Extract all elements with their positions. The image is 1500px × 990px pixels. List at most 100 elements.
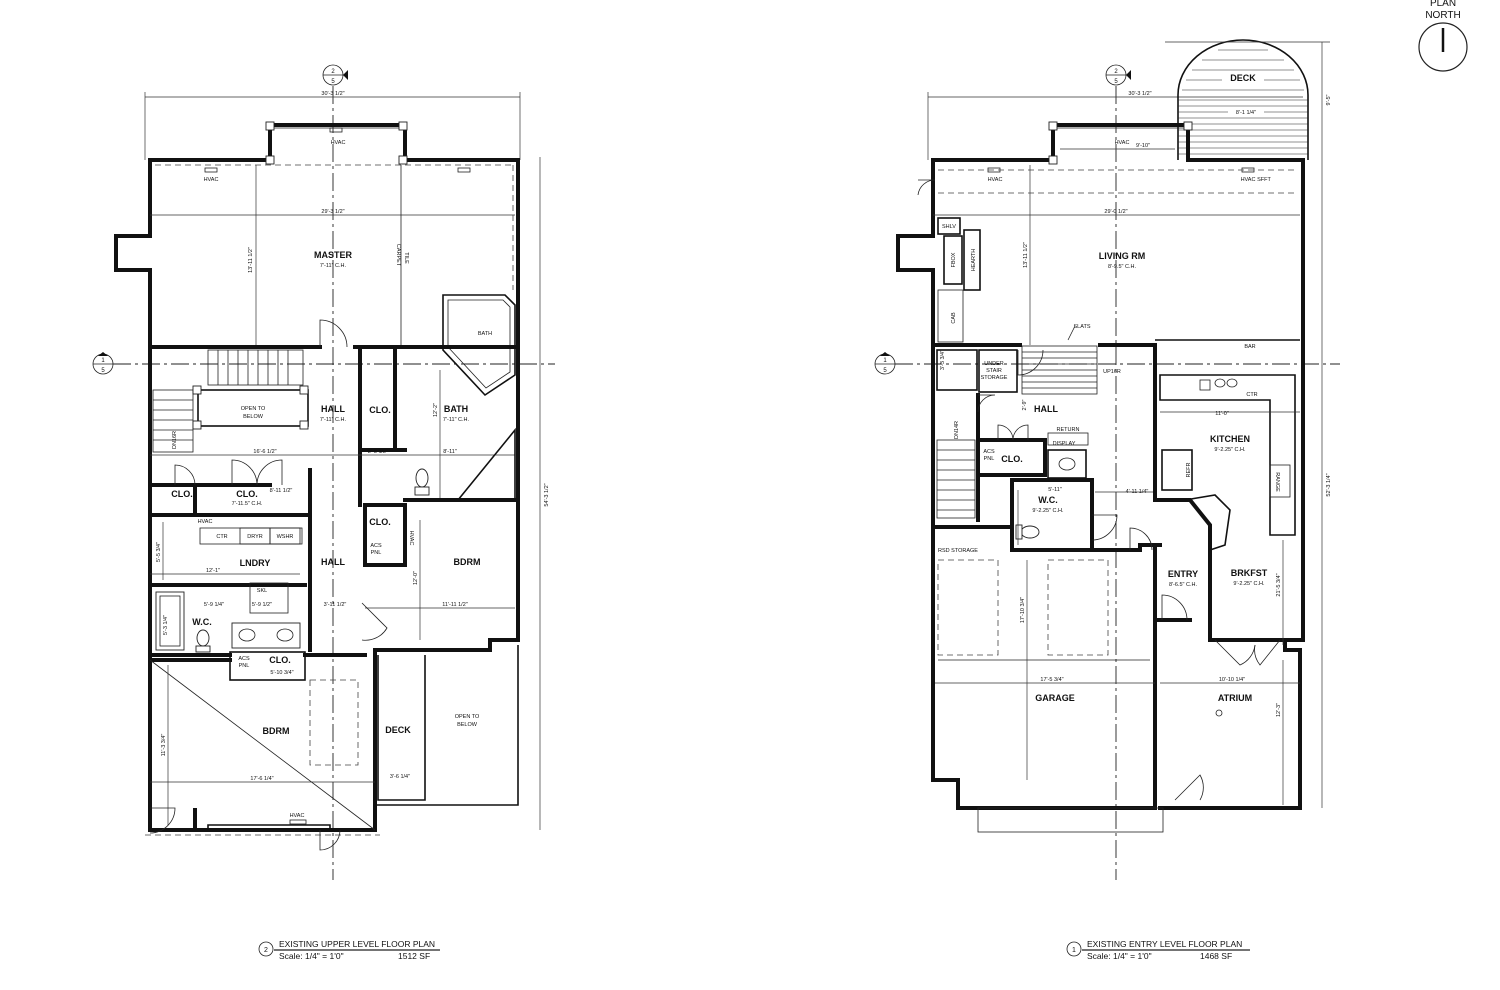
entry-plan-title: EXISTING ENTRY LEVEL FLOOR PLAN (1087, 939, 1242, 949)
entry-room-living: LIVING RM (1099, 251, 1146, 261)
grid-bubble-side-upper: 1 5 (92, 352, 114, 375)
svg-text:2: 2 (264, 947, 268, 954)
entry-level-plan: 2 5 1 5 30'-3 1/2" 9'-5" 52'-3 1/4" (874, 39, 1340, 961)
svg-text:BELOW: BELOW (243, 414, 264, 420)
svg-text:HVAC: HVAC (290, 813, 305, 819)
upper-room-clo2: CLO. (171, 489, 193, 499)
upper-room-bdrm1: BDRM (454, 557, 481, 567)
svg-text:TILE: TILE (403, 252, 409, 264)
svg-text:UNDER: UNDER (984, 361, 1004, 367)
svg-text:9'-2.25" C.H.: 9'-2.25" C.H. (1214, 447, 1246, 453)
svg-text:ACS: ACS (238, 656, 250, 662)
svg-text:5'-9 1/4": 5'-9 1/4" (204, 602, 224, 608)
upper-room-wc: W.C. (192, 617, 212, 627)
grid-bubble-top-entry: 2 5 (1105, 64, 1131, 86)
grid-bubble-top-upper: 2 5 (322, 64, 348, 86)
svg-text:HVAC: HVAC (198, 519, 213, 525)
svg-text:8'-6.5" C.H.: 8'-6.5" C.H. (1169, 582, 1198, 588)
svg-text:17'-10 3/4": 17'-10 3/4" (1020, 597, 1026, 623)
svg-text:29'-0 1/2": 29'-0 1/2" (1104, 209, 1127, 215)
entry-room-entry: ENTRY (1168, 569, 1198, 579)
svg-text:CARPET: CARPET (395, 244, 401, 267)
svg-text:HVAC: HVAC (1115, 140, 1130, 146)
svg-text:ACS: ACS (370, 543, 382, 549)
svg-text:OPEN TO: OPEN TO (241, 406, 266, 412)
svg-text:1: 1 (1072, 947, 1076, 954)
svg-text:17'-6 1/4": 17'-6 1/4" (250, 776, 273, 782)
svg-text:16'-6 1/2": 16'-6 1/2" (253, 449, 276, 455)
entry-room-wc: W.C. (1038, 495, 1058, 505)
upper-room-hall2: HALL (321, 557, 345, 567)
svg-text:RSD STORAGE: RSD STORAGE (938, 548, 978, 554)
svg-text:9'-10": 9'-10" (1136, 143, 1150, 149)
svg-text:STAIR: STAIR (986, 368, 1002, 374)
svg-text:9'-2.25" C.H.: 9'-2.25" C.H. (1233, 581, 1265, 587)
svg-text:7'-11" C.H.: 7'-11" C.H. (320, 263, 347, 269)
svg-text:BATH: BATH (478, 331, 492, 337)
svg-text:UP16R: UP16R (1103, 369, 1121, 375)
svg-text:SHLV: SHLV (942, 224, 956, 230)
svg-text:12'-2": 12'-2" (433, 403, 439, 417)
north-arrow: PLAN NORTH (1418, 0, 1468, 72)
svg-text:STORAGE: STORAGE (981, 375, 1008, 381)
svg-text:RANGE: RANGE (1274, 472, 1280, 492)
entry-room-clo: CLO. (1001, 454, 1023, 464)
svg-text:CTR: CTR (1246, 392, 1257, 398)
svg-text:29'-3 1/2": 29'-3 1/2" (321, 209, 344, 215)
svg-text:7'-11" C.H.: 7'-11" C.H. (443, 417, 470, 423)
upper-level-plan: 2 5 1 5 30'-3 1/2" 54'-3 1/2" (92, 64, 555, 961)
north-label-north: NORTH (1425, 10, 1460, 21)
svg-text:5: 5 (1114, 79, 1118, 85)
svg-text:BAR: BAR (1244, 344, 1255, 350)
svg-text:2'-8 1/2": 2'-8 1/2" (368, 449, 388, 455)
entry-room-atrium: ATRIUM (1218, 693, 1252, 703)
svg-text:PNL: PNL (239, 663, 250, 669)
upper-room-clo3: CLO. (236, 489, 258, 499)
svg-text:WSHR: WSHR (277, 534, 294, 540)
upper-room-clo1: CLO. (369, 405, 391, 415)
grid-bubble-side-entry: 1 5 (874, 352, 896, 375)
svg-text:7'-11.5" C.H.: 7'-11.5" C.H. (232, 501, 263, 507)
svg-text:12'-0": 12'-0" (413, 571, 419, 585)
entry-room-garage: GARAGE (1035, 693, 1075, 703)
upper-room-deck: DECK (385, 725, 411, 735)
svg-text:8'-11 1/2": 8'-11 1/2" (270, 488, 293, 494)
svg-text:3'-6 1/4": 3'-6 1/4" (390, 774, 410, 780)
svg-text:13'-11 1/2": 13'-11 1/2" (1023, 242, 1029, 268)
svg-text:9'-5": 9'-5" (1326, 94, 1332, 105)
svg-text:5: 5 (101, 368, 105, 374)
upper-room-clo4: CLO. (369, 517, 391, 527)
svg-text:HVAC: HVAC (408, 531, 414, 546)
svg-text:BELOW: BELOW (457, 722, 478, 728)
svg-text:21'-5 3/4": 21'-5 3/4" (1276, 573, 1282, 596)
svg-text:5: 5 (883, 368, 887, 374)
svg-text:DRYR: DRYR (247, 534, 263, 540)
svg-text:FBOX: FBOX (951, 252, 957, 267)
upper-room-master: MASTER (314, 250, 353, 260)
upper-room-bdrm2: BDRM (263, 726, 290, 736)
svg-text:2: 2 (1114, 69, 1118, 75)
svg-text:8'-9.5" C.H.: 8'-9.5" C.H. (1108, 264, 1137, 270)
svg-text:HVAC: HVAC (331, 140, 346, 146)
upper-room-hall: HALL (321, 404, 345, 414)
upper-plan-title: EXISTING UPPER LEVEL FLOOR PLAN (279, 939, 435, 949)
svg-text:8'-11": 8'-11" (443, 449, 457, 455)
svg-text:PNL: PNL (984, 456, 995, 462)
svg-text:12'-3": 12'-3" (1276, 703, 1282, 717)
svg-text:8'-1 1/4": 8'-1 1/4" (1236, 110, 1256, 116)
svg-text:2'-9": 2'-9" (1022, 399, 1028, 410)
svg-text:1: 1 (101, 358, 105, 364)
svg-text:10'-10 1/4": 10'-10 1/4" (1219, 677, 1245, 683)
svg-text:DN16R: DN16R (172, 431, 178, 449)
svg-text:3'-3 3/4": 3'-3 3/4" (940, 350, 946, 370)
svg-text:HEARTH: HEARTH (971, 249, 977, 272)
svg-text:5'-3 1/4": 5'-3 1/4" (163, 615, 169, 635)
svg-text:17'-5 3/4": 17'-5 3/4" (1040, 677, 1063, 683)
svg-text:CTR: CTR (216, 534, 227, 540)
svg-text:3'-11 1/2": 3'-11 1/2" (324, 602, 347, 608)
entry-plan-title-block: 1 EXISTING ENTRY LEVEL FLOOR PLAN Scale:… (1066, 939, 1250, 961)
entry-room-hall: HALL (1034, 404, 1058, 414)
north-label-plan: PLAN (1430, 0, 1456, 9)
upper-plan-area: 1512 SF (398, 951, 430, 961)
